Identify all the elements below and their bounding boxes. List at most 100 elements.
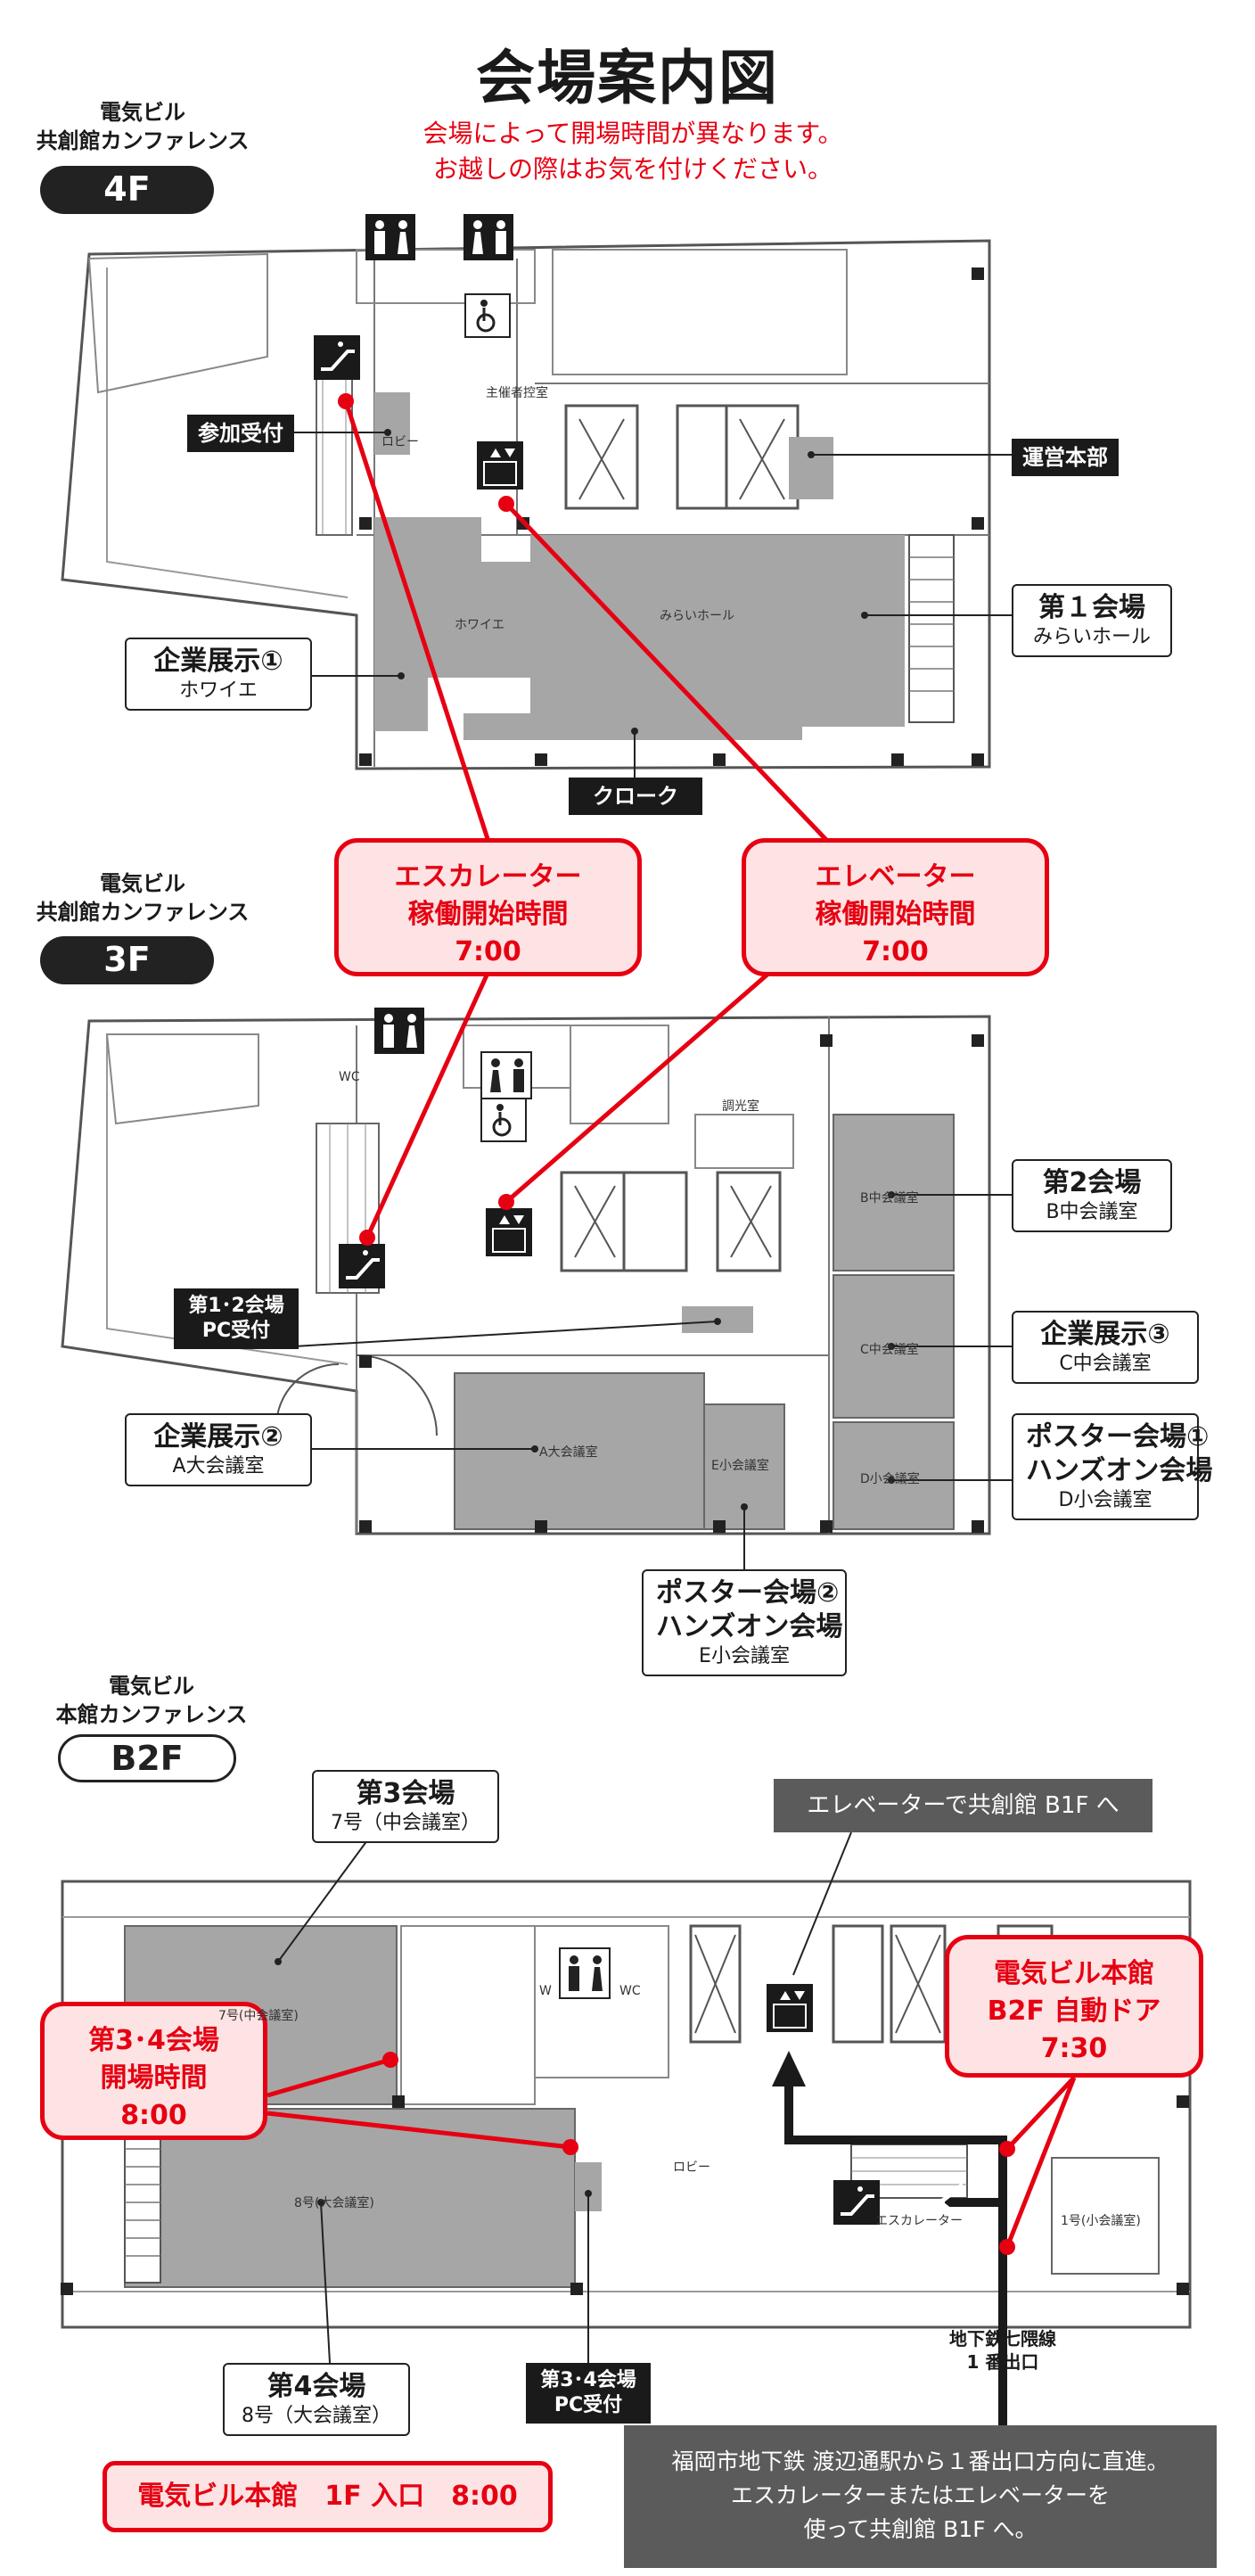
room-lobby-4f: ロビー xyxy=(381,435,419,449)
room-w-b2f: W xyxy=(539,1984,552,1998)
building-name-line-1: 電気ビル xyxy=(100,100,185,125)
elevator-callout-line-1: エレベーター xyxy=(815,861,976,893)
room-foyer-4f: ホワイエ xyxy=(455,618,504,632)
restroom-icon xyxy=(463,214,513,260)
expo1-name: 企業展示① xyxy=(153,646,283,677)
main-entrance-time: 電気ビル本館 1F 入口 8:00 xyxy=(103,2461,553,2532)
directions-line-3: 使って共創館 B1F へ。 xyxy=(803,2516,1038,2542)
pc-reception-3f-label: 第1･2会場 PC受付 xyxy=(174,1288,299,1349)
venue1-room: みらいホール xyxy=(1032,626,1151,648)
escalator-callout-line-2: 稼働開始時間 xyxy=(407,899,569,930)
poster2-name-line-2: ハンズオン会場 xyxy=(656,1611,843,1642)
expo2-label: 企業展示② A大会議室 xyxy=(125,1413,312,1486)
expo2-name: 企業展示② xyxy=(153,1421,283,1453)
floor4-building-name: 電気ビル 共創館カンファレンス xyxy=(36,98,250,155)
operation-hq-label: 運営本部 xyxy=(1012,439,1119,476)
auto-door-callout-line-2: B2F 自動ドア xyxy=(987,1996,1161,2027)
reception-label: 参加受付 xyxy=(187,415,294,452)
notice-line-2: お越しの際はお気を付けください。 xyxy=(432,154,833,184)
poster2-room: E小会議室 xyxy=(699,1645,790,1667)
restroom-icon xyxy=(480,1051,532,1099)
venue4-label: 第4会場 8号（大会議室） xyxy=(223,2363,410,2436)
elevator-icon xyxy=(486,1208,532,1256)
elevator-callout-line-2: 稼働開始時間 xyxy=(815,899,976,930)
room-e-3f: E小会議室 xyxy=(711,1459,769,1473)
subway-exit: 1 番出口 xyxy=(966,2351,1039,2373)
escalator-callout-line-1: エスカレーター xyxy=(394,861,582,893)
notice-line-1: 会場によって開場時間が異なります。 xyxy=(422,119,843,148)
expo3-label: 企業展示③ C中会議室 xyxy=(1012,1311,1199,1384)
venue3-name: 第3会場 xyxy=(356,1778,455,1809)
restroom-icon xyxy=(374,1008,424,1054)
room-hall-4f: みらいホール xyxy=(660,609,734,623)
room-b-3f: B中会議室 xyxy=(860,1191,919,1206)
venue4-name: 第4会場 xyxy=(267,2371,366,2402)
auto-door-callout: 電気ビル本館 B2F 自動ドア 7:30 xyxy=(945,1935,1203,2078)
venue34-callout-line-2: 開場時間 xyxy=(100,2062,208,2094)
venue2-room: B中会議室 xyxy=(1046,1201,1138,1223)
expo1-room: ホワイエ xyxy=(179,679,258,702)
escalator-start-callout: エスカレーター 稼働開始時間 7:00 xyxy=(334,838,642,976)
floorB2-building-name: 電気ビル 本館カンファレンス xyxy=(45,1672,258,1729)
building-name-line-1: 電気ビル xyxy=(109,1674,194,1699)
building-name-line-1: 電気ビル xyxy=(100,871,185,896)
building-name-line-2: 共創館カンファレンス xyxy=(36,128,250,153)
poster2-name-line-1: ポスター会場② xyxy=(656,1577,840,1609)
cloak-label: クローク xyxy=(569,778,702,815)
floor-tab-b2f[interactable]: B2F xyxy=(58,1734,236,1782)
expo1-label: 企業展示① ホワイエ xyxy=(125,638,312,711)
room-staff-4f: 主催者控室 xyxy=(486,386,548,400)
pc-reception-line-2: PC受付 xyxy=(554,2394,623,2416)
escalator-icon xyxy=(833,2180,880,2225)
poster1-name-line-2: ハンズオン会場 xyxy=(1026,1455,1213,1486)
escalator-icon xyxy=(314,335,360,380)
auto-door-callout-line-1: 電気ビル本館 xyxy=(994,1958,1154,1989)
escalator-callout-time: 7:00 xyxy=(455,936,521,967)
pc-reception-line-1: 第1･2会場 xyxy=(188,1295,284,1317)
venue34-callout-time: 8:00 xyxy=(120,2100,187,2131)
pc-reception-line-2: PC受付 xyxy=(201,1320,271,1342)
wheelchair-icon xyxy=(480,1098,527,1142)
floor-tab-4f[interactable]: 4F xyxy=(40,166,214,214)
pc-reception-line-1: 第3･4会場 xyxy=(540,2369,636,2391)
expo2-room: A大会議室 xyxy=(172,1455,265,1477)
subway-line: 地下鉄七隈線 xyxy=(949,2328,1056,2350)
elevator-icon xyxy=(767,1984,813,2032)
floor3-building-name: 電気ビル 共創館カンファレンス xyxy=(36,869,250,926)
restroom-icon xyxy=(559,1947,611,1999)
wheelchair-icon xyxy=(464,293,511,338)
room-control-3f: 調光室 xyxy=(722,1099,759,1114)
room-c-3f: C中会議室 xyxy=(860,1343,919,1357)
restroom-icon xyxy=(365,214,415,260)
venue4-room: 8号（大会議室） xyxy=(242,2405,391,2427)
elevator-icon xyxy=(477,441,523,490)
poster1-room: D小会議室 xyxy=(1058,1489,1152,1511)
expo3-room: C中会議室 xyxy=(1059,1353,1152,1375)
room-7-b2f: 7号(中会議室) xyxy=(218,2009,299,2023)
room-escalator-b2f: エスカレーター xyxy=(875,2214,963,2228)
building-name-line-2: 本館カンファレンス xyxy=(55,1702,248,1727)
elevator-to-b1f-note: エレベーターで共創館 B1F へ xyxy=(774,1779,1152,1832)
elevator-start-callout: エレベーター 稼働開始時間 7:00 xyxy=(742,838,1049,976)
directions-note: 福岡市地下鉄 渡辺通駅から１番出口方向に直進。 エスカレーターまたはエレベーター… xyxy=(624,2425,1217,2568)
room-lobby-b2f: ロビー xyxy=(673,2160,710,2175)
escalator-icon xyxy=(339,1244,385,1288)
expo3-name: 企業展示③ xyxy=(1040,1319,1170,1350)
elevator-callout-time: 7:00 xyxy=(862,936,929,967)
venue34-callout-line-1: 第3･4会場 xyxy=(88,2025,219,2056)
building-name-line-2: 共創館カンファレンス xyxy=(36,900,250,925)
poster2-label: ポスター会場② ハンズオン会場 E小会議室 xyxy=(642,1569,847,1676)
room-wc-b2f: WC xyxy=(619,1984,641,1998)
room-8-b2f: 8号(大会議室) xyxy=(294,2196,374,2210)
room-d-3f: D小会議室 xyxy=(860,1472,920,1486)
room-a-3f: A大会議室 xyxy=(539,1445,598,1460)
venue2-name: 第2会場 xyxy=(1042,1167,1142,1198)
directions-line-2: エスカレーターまたはエレベーターを xyxy=(730,2482,1110,2508)
poster1-name-line-1: ポスター会場① xyxy=(1026,1421,1210,1453)
venue2-label: 第2会場 B中会議室 xyxy=(1012,1159,1172,1232)
subway-exit-label: 地下鉄七隈線 1 番出口 xyxy=(918,2327,1087,2374)
floor4-plan xyxy=(61,239,991,770)
poster1-label: ポスター会場① ハンズオン会場 D小会議室 xyxy=(1012,1413,1213,1520)
floor-tab-3f[interactable]: 3F xyxy=(40,936,214,984)
page-title: 会場案内図 xyxy=(476,44,779,112)
